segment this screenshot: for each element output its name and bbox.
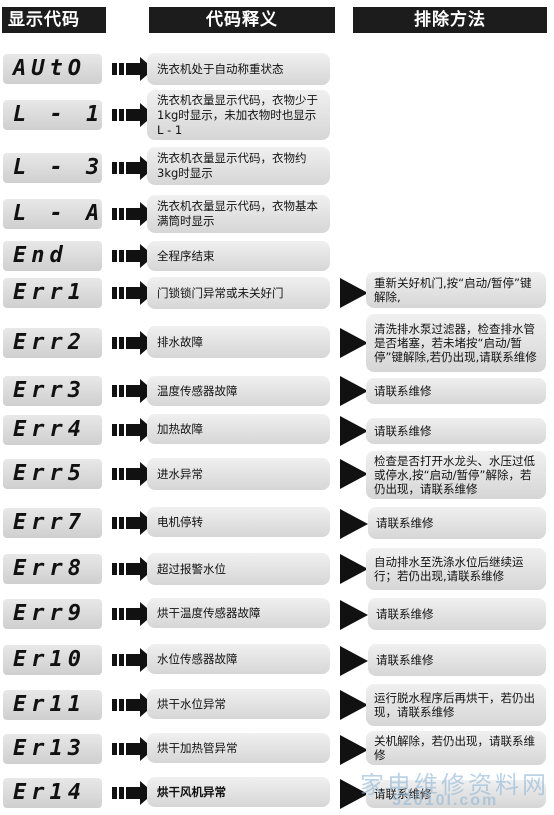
triangle-arrow-icon [340, 735, 368, 765]
error-code: Err8 [3, 554, 102, 584]
code-description: 温度传感器故障 [147, 376, 330, 406]
table-row: Er14 烘干风机异常 请联系维修 [0, 776, 554, 812]
table-row: Er10 水位传感器故障 请联系维修 [0, 642, 554, 678]
table-row: AUtO 洗衣机处于自动称重状态 [0, 52, 554, 86]
error-code: Err7 [3, 508, 102, 538]
triangle-arrow-icon [340, 554, 368, 584]
error-code: L - 1 [3, 100, 102, 130]
table-row: Er11 烘干水位异常 运行脱水程序后再烘干，若仍出现，请联系维修 [0, 684, 554, 726]
table-row: Err8 超过报警水位 自动排水至洗涤水位后继续运行；若仍出现,请联系维修 [0, 548, 554, 590]
error-code: Err1 [3, 278, 102, 308]
error-code: Err9 [3, 599, 102, 629]
table-row: Err5 进水异常 检查是否打开水龙头、水压过低或停水,按“启动/暂停”解除，若… [0, 451, 554, 501]
code-description: 烘干加热管异常 [147, 733, 330, 763]
code-description: 烘干水位异常 [147, 689, 330, 719]
error-code: Err2 [3, 328, 102, 358]
code-description: 门锁锁门异常或未关好门 [147, 277, 330, 309]
table-row: L - A 洗衣机衣量显示代码，衣物基本满筒时显示 [0, 195, 554, 233]
triangle-arrow-icon [340, 416, 368, 446]
error-code: Er10 [3, 645, 102, 675]
error-code: Err4 [3, 415, 102, 445]
code-solution: 关机解除，若仍出现，请联系维修 [366, 731, 546, 765]
table-row: Err3 温度传感器故障 请联系维修 [0, 373, 554, 409]
triangle-arrow-icon [340, 376, 368, 406]
triangle-arrow-icon [340, 509, 368, 539]
code-description: 水位传感器故障 [147, 644, 330, 674]
triangle-arrow-icon [340, 328, 368, 358]
code-solution: 请联系维修 [366, 418, 546, 444]
code-description: 超过报警水位 [147, 553, 330, 585]
header-solution: 排除方法 [353, 7, 547, 33]
triangle-arrow-icon [340, 779, 368, 809]
arrow-right-icon [112, 379, 154, 403]
code-description: 烘干风机异常 [147, 777, 330, 807]
table-row: L - 3 洗衣机衣量显示代码，衣物约3kg时显示 [0, 147, 554, 185]
table-row: Err9 烘干温度传感器故障 请联系维修 [0, 596, 554, 632]
table-row: Err1 门锁锁门异常或未关好门 重新关好机门,按“启动/暂停”键解除, [0, 272, 554, 312]
code-solution: 请联系维修 [366, 378, 546, 404]
error-code: Err3 [3, 376, 102, 406]
code-solution: 自动排水至洗涤水位后继续运行；若仍出现,请联系维修 [366, 548, 546, 590]
code-description: 烘干温度传感器故障 [147, 598, 330, 628]
triangle-arrow-icon [340, 600, 368, 630]
code-description: 洗衣机衣量显示代码，衣物基本满筒时显示 [147, 195, 330, 233]
header-code: 显示代码 [2, 7, 106, 33]
triangle-arrow-icon [340, 278, 368, 308]
code-solution: 请联系维修 [368, 507, 546, 539]
code-description: 排水故障 [147, 326, 330, 358]
code-solution: 请联系维修 [368, 644, 546, 676]
code-description: 进水异常 [147, 458, 330, 490]
code-solution: 请联系维修 [368, 598, 546, 630]
table-row: Err2 排水故障 清洗排水泵过滤器，检查排水管是否堵塞，若未堵按“启动/暂停”… [0, 314, 554, 372]
header-meaning: 代码释义 [149, 7, 335, 33]
table-row: Err4 加热故障 请联系维修 [0, 412, 554, 448]
table-row: End 全程序结束 [0, 239, 554, 273]
code-solution: 清洗排水泵过滤器，检查排水管是否堵塞，若未堵按“启动/暂停”键解除,若仍出现,请… [366, 314, 546, 372]
error-code: Er13 [3, 734, 102, 764]
error-code: Er14 [3, 778, 102, 808]
error-code: L - A [3, 199, 102, 229]
code-solution: 运行脱水程序后再烘干，若仍出现，请联系维修 [366, 684, 546, 726]
error-code: Err5 [3, 459, 102, 489]
code-solution: 检查是否打开水龙头、水压过低或停水,按“启动/暂停”解除，若仍出现，请联系维修 [366, 451, 546, 499]
code-description: 洗衣机处于自动称重状态 [147, 53, 330, 85]
triangle-arrow-icon [340, 690, 368, 720]
error-code: End [3, 241, 102, 271]
table-row: Er13 烘干加热管异常 关机解除，若仍出现，请联系维修 [0, 731, 554, 767]
error-code: Er11 [3, 690, 102, 720]
table-row: Err7 电机停转 请联系维修 [0, 505, 554, 541]
watermark-text: 家电维修资料网 [360, 771, 549, 799]
watermark-url: 52010l.com [392, 792, 499, 809]
code-description: 加热故障 [147, 414, 330, 444]
table-row: L - 1 洗衣机衣量显示代码，衣物少于1kg时显示，未加衣物时也显示 L - … [0, 90, 554, 140]
code-description: 洗衣机衣量显示代码，衣物约3kg时显示 [147, 147, 330, 185]
triangle-arrow-icon [340, 646, 368, 676]
code-solution: 重新关好机门,按“启动/暂停”键解除, [366, 272, 546, 308]
code-description: 电机停转 [147, 507, 330, 537]
triangle-arrow-icon [340, 459, 368, 489]
code-description: 洗衣机衣量显示代码，衣物少于1kg时显示，未加衣物时也显示 L - 1 [147, 90, 330, 140]
code-solution: 请联系维修 [366, 780, 546, 808]
error-code: L - 3 [3, 153, 102, 183]
code-description: 全程序结束 [147, 241, 330, 271]
error-code: AUtO [3, 54, 102, 84]
